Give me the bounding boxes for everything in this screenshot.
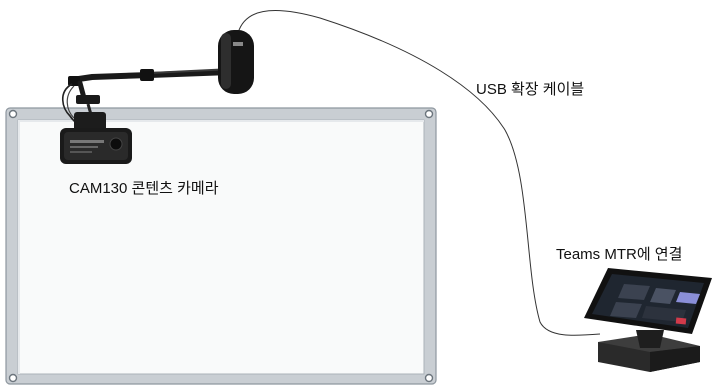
teams-room-console-icon — [584, 268, 712, 372]
camera-label: CAM130 콘텐츠 카메라 — [69, 180, 219, 197]
content-camera-icon — [60, 112, 132, 164]
mtr-connection-label: Teams MTR에 연결 — [556, 246, 683, 263]
usb-cable — [237, 10, 601, 336]
usb-cable-label: USB 확장 케이블 — [476, 81, 585, 98]
boom-microphone-icon — [218, 30, 254, 94]
board-corner-bolts — [8, 109, 434, 383]
